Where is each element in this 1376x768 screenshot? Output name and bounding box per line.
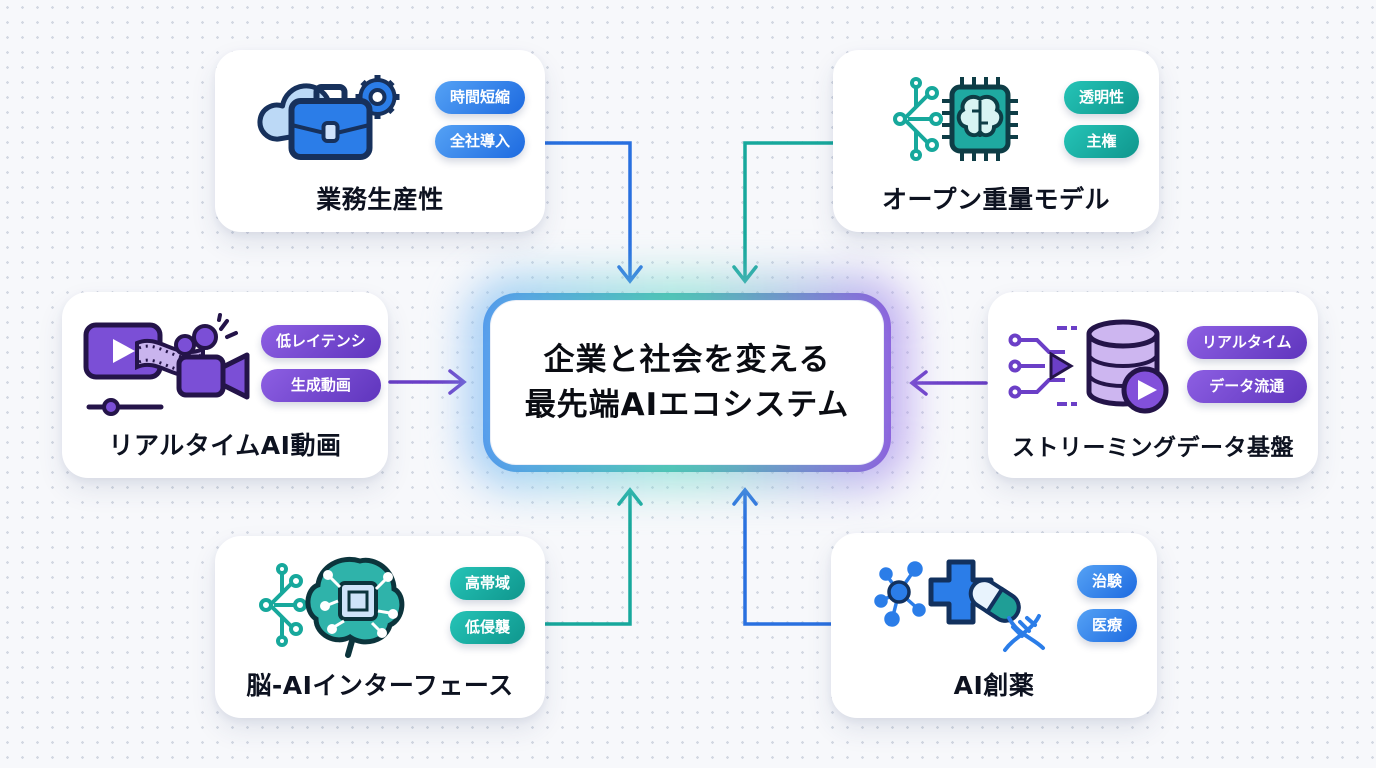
card-title-realtime-ai-video: リアルタイムAI動画 (108, 431, 342, 460)
connector-business-to-center (543, 141, 643, 284)
card-title-streaming-data-platform: ストリーミングデータ基盤 (1012, 435, 1294, 461)
card-streaming-data-platform: リアルタイム データ流通 ストリーミングデータ基盤 (988, 292, 1318, 478)
center-node: 企業と社会を変える 最先端AIエコシステム (483, 293, 891, 472)
badge-medical-care: 医療 (1076, 609, 1137, 642)
badge-transparency: 透明性 (1063, 80, 1139, 114)
card-title-brain-ai-interface: 脳-AIインターフェース (246, 671, 514, 700)
badge-realtime: リアルタイム (1187, 325, 1307, 359)
card-title-ai-drug-discovery: AI創薬 (953, 671, 1035, 700)
center-title-line2: 最先端AIエコシステム (524, 386, 850, 423)
badge-data-distribution: データ流通 (1187, 369, 1307, 403)
circuit-chip-brain-icon (893, 77, 1019, 161)
video-camera-film-icon (83, 313, 250, 416)
card-realtime-ai-video: 低レイテンシ 生成動画 リアルタイムAI動画 (62, 292, 388, 478)
badge-sovereignty: 主権 (1063, 124, 1139, 158)
badge-low-latency: 低レイテンシ (261, 324, 381, 358)
badge-generated-video: 生成動画 (261, 368, 381, 402)
connector-openweights-to-center (732, 141, 835, 284)
connector-video-to-center (388, 369, 467, 395)
card-open-weight-models: 透明性 主権 オープン重量モデル (833, 50, 1159, 232)
brain-chip-circuit-icon (258, 557, 405, 658)
badge-high-bandwidth: 高帯域 (449, 566, 525, 600)
database-stream-play-icon (1008, 319, 1169, 414)
connector-brainai-to-center (543, 487, 643, 626)
badge-minimally-invasive: 低侵襲 (449, 610, 525, 644)
connector-streaming-to-center (909, 370, 988, 396)
connector-drug-to-center (732, 487, 835, 626)
card-business-productivity: 時間短縮 全社導入 業務生産性 (215, 50, 545, 232)
card-brain-ai-interface: 高帯域 低侵襲 脳-AIインターフェース (215, 536, 545, 718)
badge-time-saving: 時間短縮 (434, 80, 525, 114)
card-ai-drug-discovery: 治験 医療 AI創薬 (831, 533, 1157, 718)
medical-cross-pill-dna-icon (874, 559, 1046, 652)
card-title-business-productivity: 業務生産性 (316, 185, 444, 214)
badge-clinical-trials: 治験 (1076, 565, 1137, 598)
badge-companywide: 全社導入 (434, 124, 525, 158)
center-title-line1: 企業と社会を変える (543, 342, 831, 379)
cloud-briefcase-gear-icon (257, 75, 400, 160)
card-title-open-weight-models: オープン重量モデル (881, 185, 1110, 214)
